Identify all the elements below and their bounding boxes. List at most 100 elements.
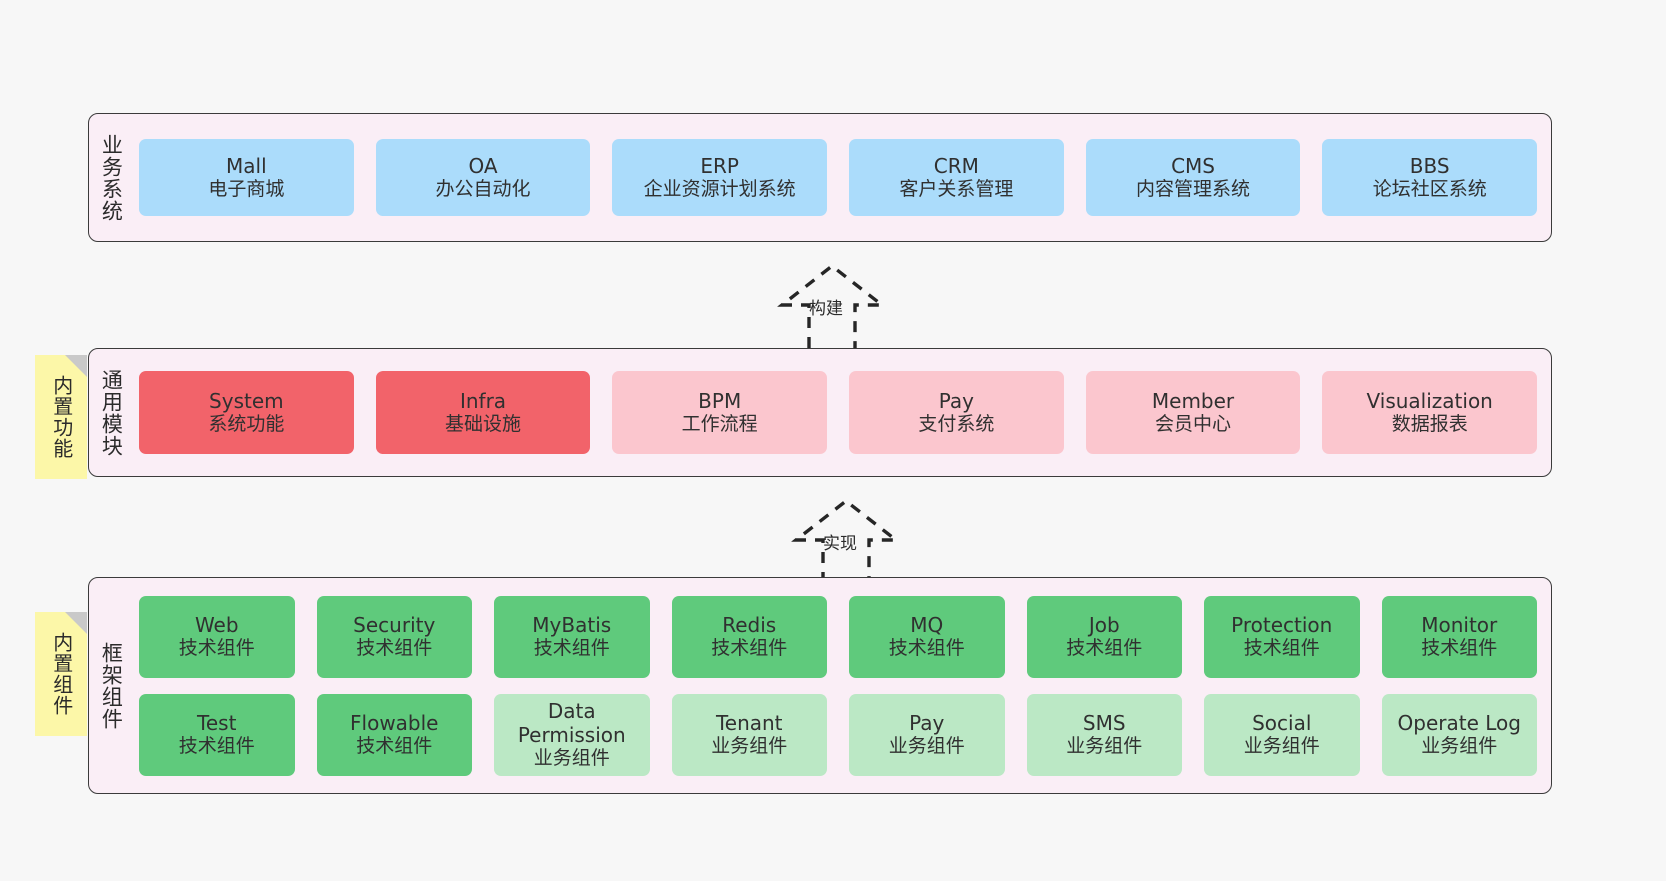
card-security[interactable]: Security 技术组件: [316, 595, 472, 678]
card-redis[interactable]: Redis 技术组件: [671, 595, 827, 678]
layer-row: Test 技术组件 Flowable 技术组件 Data Permission …: [139, 693, 1537, 776]
layer-framework-components: 框架组件 Web 技术组件 Security 技术组件 MyBatis 技术组件…: [88, 577, 1552, 794]
sticky-note-builtin-features: 内置功能: [35, 355, 87, 479]
card-mall[interactable]: Mall 电子商城: [139, 139, 354, 216]
card-subtitle: 基础设施: [445, 413, 522, 436]
card-job[interactable]: Job 技术组件: [1026, 595, 1182, 678]
card-title: MyBatis: [532, 612, 612, 637]
card-subtitle: 业务组件: [1421, 735, 1498, 758]
card-web[interactable]: Web 技术组件: [139, 595, 295, 678]
card-pay[interactable]: Pay 支付系统: [849, 371, 1064, 454]
card-social[interactable]: Social 业务组件: [1204, 693, 1360, 776]
card-subtitle: 工作流程: [681, 413, 758, 436]
card-subtitle: 技术组件: [1066, 637, 1143, 660]
card-visualization[interactable]: Visualization 数据报表: [1322, 371, 1538, 454]
layer-title-framework-components: 框架组件: [99, 641, 124, 730]
card-title: Data Permission: [517, 698, 626, 747]
folded-corner-icon: [65, 355, 87, 377]
connector-label-build: 构建: [809, 299, 843, 319]
card-title: Tenant: [715, 710, 783, 735]
connector-label-implement: 实现: [823, 534, 857, 554]
card-title: OA: [468, 153, 498, 178]
layer-body-common-modules: System 系统功能 Infra 基础设施 BPM 工作流程 Pay 支付系统…: [133, 349, 1551, 476]
card-title: BBS: [1409, 153, 1450, 178]
card-title: Member: [1151, 388, 1235, 413]
card-subtitle: 业务组件: [888, 735, 965, 758]
card-subtitle: 技术组件: [1243, 637, 1320, 660]
card-title: System: [209, 388, 284, 413]
card-title: Web: [194, 612, 239, 637]
card-tenant[interactable]: Tenant 业务组件: [671, 693, 827, 776]
card-test[interactable]: Test 技术组件: [139, 693, 295, 776]
card-monitor[interactable]: Monitor 技术组件: [1381, 595, 1537, 678]
card-mybatis[interactable]: MyBatis 技术组件: [494, 595, 650, 678]
card-title: BPM: [698, 388, 742, 413]
card-subtitle: 业务组件: [1066, 735, 1143, 758]
card-protection[interactable]: Protection 技术组件: [1204, 595, 1360, 678]
card-member[interactable]: Member 会员中心: [1085, 371, 1301, 454]
card-subtitle: 技术组件: [178, 637, 255, 660]
card-title: Flowable: [350, 710, 439, 735]
card-title: Job: [1088, 612, 1120, 637]
folded-corner-icon: [65, 612, 87, 634]
card-title: Mall: [226, 153, 267, 178]
card-title: Protection: [1231, 612, 1333, 637]
card-title: CMS: [1171, 153, 1215, 178]
card-subtitle: 技术组件: [1421, 637, 1498, 660]
card-subtitle: 业务组件: [1243, 735, 1320, 758]
card-subtitle: 技术组件: [533, 637, 610, 660]
card-subtitle: 支付系统: [918, 413, 995, 436]
card-title: Operate Log: [1397, 710, 1521, 735]
card-system[interactable]: System 系统功能: [139, 371, 354, 454]
card-subtitle: 客户关系管理: [899, 178, 1014, 201]
card-oa[interactable]: OA 办公自动化: [375, 139, 591, 216]
dashed-hollow-arrow-up-icon: [777, 263, 887, 348]
card-subtitle: 会员中心: [1155, 413, 1232, 436]
layer-title-common-modules: 通用模块: [99, 368, 124, 457]
card-subtitle: 电子商城: [208, 178, 285, 201]
card-operate-log[interactable]: Operate Log 业务组件: [1381, 693, 1537, 776]
card-title: Pay: [909, 710, 945, 735]
sticky-note-builtin-components: 内置组件: [35, 612, 87, 736]
card-title: ERP: [700, 153, 739, 178]
card-title: Pay: [938, 388, 974, 413]
card-title: Infra: [459, 388, 507, 413]
card-subtitle: 技术组件: [178, 735, 255, 758]
card-infra[interactable]: Infra 基础设施: [375, 371, 591, 454]
card-title: Visualization: [1366, 388, 1493, 413]
card-title: CRM: [933, 153, 979, 178]
card-data-permission[interactable]: Data Permission 业务组件: [494, 693, 650, 776]
card-mq[interactable]: MQ 技术组件: [849, 595, 1005, 678]
card-title: Monitor: [1421, 612, 1498, 637]
card-subtitle: 数据报表: [1391, 413, 1468, 436]
card-title: Security: [353, 612, 436, 637]
card-flowable[interactable]: Flowable 技术组件: [316, 693, 472, 776]
card-cms[interactable]: CMS 内容管理系统: [1085, 139, 1301, 216]
card-subtitle: 技术组件: [711, 637, 788, 660]
layer-row: System 系统功能 Infra 基础设施 BPM 工作流程 Pay 支付系统…: [139, 371, 1538, 454]
card-crm[interactable]: CRM 客户关系管理: [849, 139, 1064, 216]
card-pay-business[interactable]: Pay 业务组件: [849, 693, 1005, 776]
card-erp[interactable]: ERP 企业资源计划系统: [612, 139, 828, 216]
card-subtitle: 技术组件: [888, 637, 965, 660]
card-subtitle: 系统功能: [208, 413, 285, 436]
card-title: MQ: [910, 612, 944, 637]
card-subtitle: 办公自动化: [435, 178, 531, 201]
card-subtitle: 技术组件: [356, 637, 433, 660]
layer-common-modules: 通用模块 System 系统功能 Infra 基础设施 BPM 工作流程 Pay…: [88, 348, 1552, 477]
layer-row: Web 技术组件 Security 技术组件 MyBatis 技术组件 Redi…: [139, 595, 1537, 678]
card-sms[interactable]: SMS 业务组件: [1026, 693, 1182, 776]
sticky-note-label: 内置功能: [49, 375, 74, 459]
card-subtitle: 技术组件: [356, 735, 433, 758]
layer-row: Mall 电子商城 OA 办公自动化 ERP 企业资源计划系统 CRM 客户关系…: [139, 139, 1538, 216]
card-title: Redis: [722, 612, 777, 637]
card-title: SMS: [1082, 710, 1126, 735]
card-subtitle: 内容管理系统: [1136, 178, 1251, 201]
layer-body-framework-components: Web 技术组件 Security 技术组件 MyBatis 技术组件 Redi…: [133, 578, 1551, 793]
connector-implement: 实现: [766, 493, 926, 589]
card-bbs[interactable]: BBS 论坛社区系统: [1322, 139, 1538, 216]
card-subtitle: 业务组件: [711, 735, 788, 758]
card-title: Test: [197, 710, 237, 735]
card-bpm[interactable]: BPM 工作流程: [612, 371, 828, 454]
